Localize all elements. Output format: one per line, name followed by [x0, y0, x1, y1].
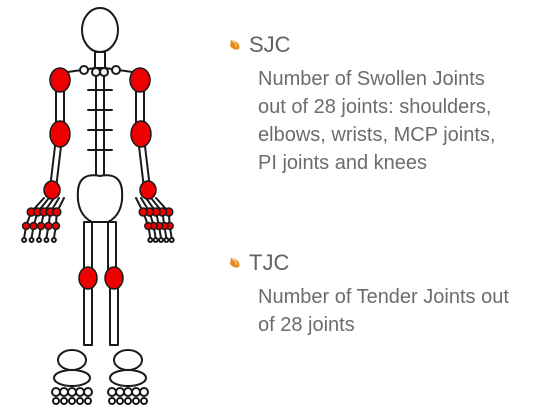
- acromion-joint: [112, 66, 120, 74]
- right-toe: [124, 388, 132, 396]
- right-knee-joint: [105, 267, 123, 289]
- left-toe: [68, 388, 76, 396]
- sjc-title: SJC: [249, 30, 291, 60]
- right-fingertip: [164, 238, 168, 242]
- left-femur: [84, 222, 92, 272]
- left-toe: [85, 398, 91, 404]
- left-toe: [69, 398, 75, 404]
- right-wrist-joint: [140, 181, 156, 199]
- left-toe: [60, 388, 68, 396]
- sjc-description: Number of Swollen Joints out of 28 joint…: [258, 65, 538, 177]
- tjc-description-line: of 28 joints: [258, 311, 538, 339]
- right-toe: [141, 398, 147, 404]
- right-shoulder-joint: [130, 68, 150, 92]
- acromion-joint: [100, 68, 108, 76]
- right-toe: [132, 388, 140, 396]
- sjc-description-line: elbows, wrists, MCP joints,: [258, 121, 538, 149]
- neck: [95, 52, 105, 68]
- left-toe: [84, 388, 92, 396]
- left-fingertip: [52, 238, 56, 242]
- left-pip-joint: [45, 223, 52, 230]
- orange-bullet-icon: [228, 38, 242, 52]
- left-toe: [52, 388, 60, 396]
- left-fingertip: [37, 238, 41, 242]
- right-tibia: [110, 285, 118, 345]
- skeleton-joint-diagram: [0, 0, 215, 405]
- sjc-description-line: out of 28 joints: shoulders,: [258, 93, 538, 121]
- right-toe: [140, 388, 148, 396]
- left-knee-joint: [79, 267, 97, 289]
- left-toe: [53, 398, 59, 404]
- sjc-description-line: PI joints and knees: [258, 149, 538, 177]
- left-pip-joint: [38, 223, 45, 230]
- left-tibia: [84, 285, 92, 345]
- left-foot: [58, 350, 86, 370]
- sjc-description-line: Number of Swollen Joints: [258, 65, 538, 93]
- tjc-description: Number of Tender Joints out of 28 joints: [258, 283, 538, 339]
- left-pip-joint: [52, 223, 59, 230]
- right-toe: [133, 398, 139, 404]
- left-shoulder-joint: [50, 68, 70, 92]
- right-toe: [109, 398, 115, 404]
- left-toe: [61, 398, 67, 404]
- left-fingertip: [30, 238, 34, 242]
- tjc-description-line: Number of Tender Joints out: [258, 283, 538, 311]
- right-mcp-joint: [139, 208, 147, 216]
- right-elbow-joint: [131, 121, 151, 147]
- acromion-joint: [92, 68, 100, 76]
- right-fingertip: [170, 238, 174, 242]
- left-pip-joint: [23, 223, 30, 230]
- right-fingertip: [154, 238, 158, 242]
- spine: [96, 68, 104, 188]
- acromion-joint: [80, 66, 88, 74]
- right-fingertip: [148, 238, 152, 242]
- left-elbow-joint: [50, 121, 70, 147]
- left-mcp-joint: [53, 208, 61, 216]
- right-toe: [108, 388, 116, 396]
- right-foot: [114, 350, 142, 370]
- tjc-title: TJC: [249, 248, 289, 278]
- right-femur: [108, 222, 116, 272]
- right-toe: [117, 398, 123, 404]
- left-toe: [77, 398, 83, 404]
- right-toe: [125, 398, 131, 404]
- pelvis: [78, 175, 122, 222]
- orange-bullet-icon: [228, 256, 242, 270]
- left-wrist-joint: [44, 181, 60, 199]
- right-toe: [116, 388, 124, 396]
- left-pip-joint: [30, 223, 37, 230]
- skull: [82, 8, 118, 52]
- right-fingertip: [159, 238, 163, 242]
- right-pip-joint: [145, 223, 152, 230]
- left-toe: [76, 388, 84, 396]
- left-fingertip: [22, 238, 26, 242]
- left-fingertip: [44, 238, 48, 242]
